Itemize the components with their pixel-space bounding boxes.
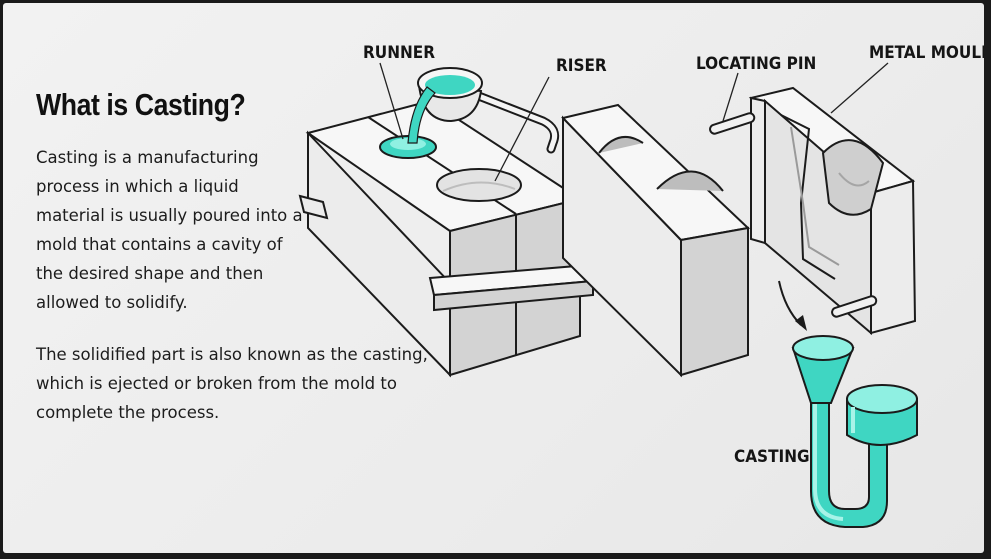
locating-pin-leader (722, 72, 739, 122)
runner-label: RUNNER (363, 43, 435, 63)
pouring-ladle (407, 67, 560, 154)
closed-mould (298, 99, 595, 378)
casting-infographic: What is Casting? Casting is a manufactur… (3, 3, 984, 553)
casting-diagram: RUNNER RISER LOCATING PIN METAL MOULD CA… (298, 43, 984, 528)
metal-mould-half (709, 86, 917, 336)
casting-paragraph: The solidified part is also known as the… (36, 345, 428, 422)
riser-label: RISER (556, 56, 607, 76)
locating-pin-top (709, 112, 756, 135)
finished-casting (791, 335, 918, 528)
metal-mould-leader (830, 62, 889, 114)
locating-pin-bottom (831, 295, 878, 318)
riser-opening (436, 168, 522, 202)
eject-arrow (778, 280, 807, 331)
locating-pin-label: LOCATING PIN (696, 54, 816, 74)
riser-leader (494, 76, 550, 182)
mould-half-middle (561, 103, 751, 378)
page-title: What is Casting? (36, 87, 246, 122)
definition-paragraph: Casting is a manufacturing process in wh… (36, 148, 303, 312)
metal-mould-label: METAL MOULD (869, 43, 984, 63)
casting-label: CASTING (734, 447, 810, 467)
runner-leader (379, 62, 404, 140)
